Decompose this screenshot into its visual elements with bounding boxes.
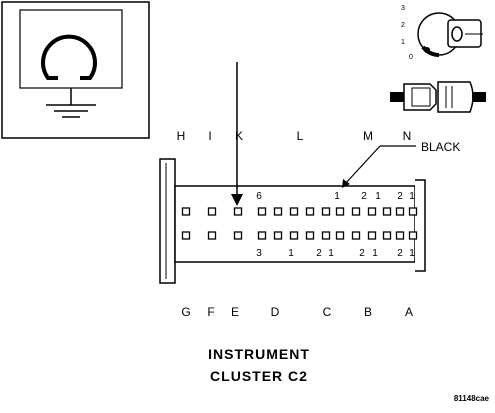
connector-bottom-letters: G F E D C B A xyxy=(181,305,413,319)
connector-title-line1: INSTRUMENT xyxy=(208,346,310,362)
pin-number: 2 xyxy=(397,191,403,202)
cavity-letter-c: C xyxy=(323,305,332,319)
pin-number: 1 xyxy=(328,248,334,259)
pin-number: 1 xyxy=(409,191,415,202)
connector-bottom-pin-row xyxy=(181,231,418,240)
connector-cavity xyxy=(257,231,267,240)
connector-cavity xyxy=(335,207,345,216)
cavity-letter-b: B xyxy=(364,305,372,319)
ohmmeter-symbol-panel xyxy=(1,1,150,139)
cavity-letter-m: M xyxy=(363,129,373,143)
connector-cavity xyxy=(367,231,377,240)
connector-cavity xyxy=(273,207,283,216)
connector-cavity xyxy=(289,231,299,240)
connector-top-numbers: 6 1 2 1 2 1 xyxy=(256,191,415,202)
connector-cavity xyxy=(395,231,405,240)
figure-code: 81148cae xyxy=(454,394,490,403)
ignition-position-1: 1 xyxy=(401,39,405,46)
cavity-letter-g: G xyxy=(181,305,190,319)
connector-cavity xyxy=(367,207,377,216)
connector-cavity xyxy=(305,231,315,240)
pin-number: 1 xyxy=(288,248,294,259)
pin-number: 1 xyxy=(372,248,378,259)
connector-cavity xyxy=(321,207,331,216)
connector-cavity xyxy=(408,231,418,240)
connector-cavity xyxy=(335,231,345,240)
connector-cavity xyxy=(289,207,299,216)
connector-cavity xyxy=(181,231,191,240)
cavity-letter-i: I xyxy=(208,129,211,143)
cavity-letter-d: D xyxy=(271,305,280,319)
cavity-letter-e: E xyxy=(231,305,239,319)
connector-cavity xyxy=(207,231,217,240)
cavity-letter-f: F xyxy=(207,305,214,319)
cavity-letter-a: A xyxy=(405,305,413,319)
pin-number: 2 xyxy=(316,248,322,259)
connector-cavity xyxy=(273,231,283,240)
pin-number: 6 xyxy=(256,191,262,202)
connector-cavity xyxy=(395,207,405,216)
connector-cavity xyxy=(257,207,267,216)
connector-cavity xyxy=(207,207,217,216)
connector-cavity xyxy=(382,231,392,240)
ignition-key-icon: 3 2 1 0 xyxy=(390,5,486,113)
ignition-position-2: 2 xyxy=(401,22,405,29)
pin-number: 2 xyxy=(397,248,403,259)
pin-number: 3 xyxy=(256,248,262,259)
connector-color-callout: BLACK xyxy=(342,140,460,188)
connector-cavity xyxy=(351,231,361,240)
connector-cavity xyxy=(351,207,361,216)
connector-cavity xyxy=(233,207,243,216)
pin-number: 1 xyxy=(334,191,340,202)
cavity-letter-n: N xyxy=(403,129,412,143)
connector-cavity xyxy=(305,207,315,216)
connector-cavity xyxy=(382,207,392,216)
ignition-position-3: 3 xyxy=(401,5,405,12)
connector-cavity xyxy=(408,207,418,216)
connector-color-label: BLACK xyxy=(421,140,460,154)
pin-number: 1 xyxy=(409,248,415,259)
connector-bottom-numbers: 3 1 2 1 2 1 2 1 xyxy=(256,248,415,259)
ignition-position-0: 0 xyxy=(409,54,413,61)
connector-cavity xyxy=(233,231,243,240)
connector-title-line2: CLUSTER C2 xyxy=(210,368,308,384)
connector-cavity xyxy=(321,231,331,240)
cavity-letter-l: L xyxy=(297,129,304,143)
pin-number: 2 xyxy=(359,248,365,259)
probe-arrow xyxy=(231,62,243,206)
connector-top-pin-row xyxy=(181,207,418,216)
pin-number: 2 xyxy=(361,191,367,202)
cavity-letter-h: H xyxy=(177,129,186,143)
connector-top-letters: H I K L M N xyxy=(177,129,412,143)
connector-body xyxy=(159,158,426,284)
ohmmeter-ground-icon xyxy=(41,34,97,118)
connector-cavity xyxy=(181,207,191,216)
pin-number: 1 xyxy=(375,191,381,202)
cavity-letter-k: K xyxy=(235,129,243,143)
